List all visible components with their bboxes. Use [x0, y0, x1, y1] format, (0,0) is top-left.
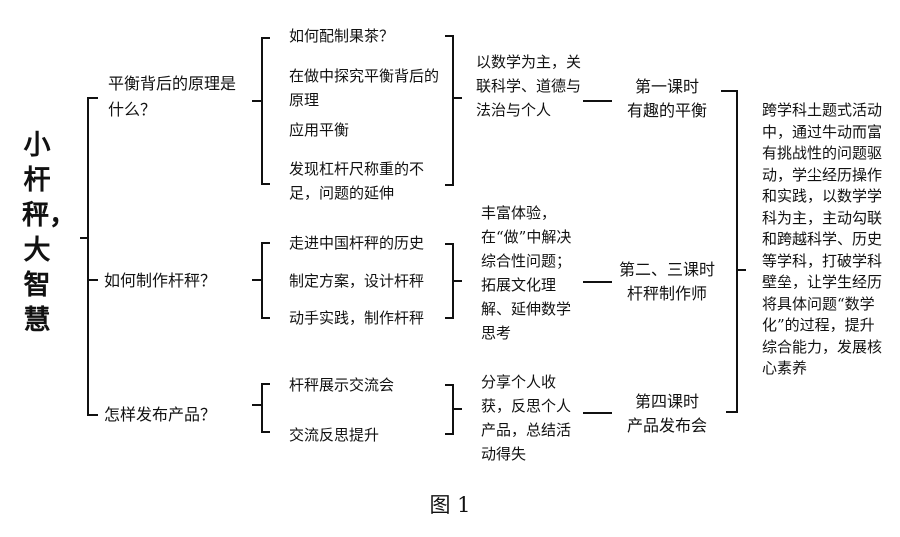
activity-1-3: 应用平衡 — [289, 121, 350, 139]
summary-text: 跨学科土题式活动中，通过牛动而富有挑战性的问题驱动，学尘经历操作和实践，以数学学… — [762, 101, 883, 377]
activity-1-1: 如何配制果茶？ — [289, 27, 395, 45]
figure-caption: 图 1 — [429, 493, 471, 517]
goal-3: 分享个人收获，反思个人产品，总结活动得失 — [481, 373, 572, 463]
lesson-3-title: 产品发布会 — [626, 416, 707, 435]
activity-3-2: 交流反思提升 — [289, 426, 380, 444]
lesson-2-title: 杆秤制作师 — [626, 284, 707, 303]
lesson-1: 第一课时 有趣的平衡 — [612, 75, 722, 123]
lesson-1-title: 有趣的平衡 — [626, 101, 707, 120]
question-3: 怎样发布产品？ — [104, 405, 217, 424]
question-1: 平衡背后的原理是什么？ — [108, 74, 237, 119]
activity-1-2: 在做中探究平衡背后的原理 — [289, 67, 440, 109]
activity-3-1: 杆秤展示交流会 — [289, 376, 395, 394]
activity-2-1: 走进中国杆秤的历史 — [289, 234, 425, 252]
activity-1-4: 发现杠杆尺称重的不足，问题的延伸 — [289, 160, 425, 202]
activity-2-3: 动手实践，制作杆秤 — [289, 309, 425, 327]
goal-2: 丰富体验，在“做”中解决综合性问题；拓展文化理解、延伸数学思考 — [481, 204, 572, 342]
lesson-2-number: 第二、三课时 — [618, 260, 715, 279]
lesson-3-number: 第四课时 — [634, 392, 699, 411]
question-2: 如何制作杆秤？ — [104, 271, 217, 290]
lesson-3: 第四课时 产品发布会 — [612, 390, 722, 438]
activity-2-2: 制定方案，设计杆秤 — [289, 272, 425, 290]
lesson-1-number: 第一课时 — [634, 77, 699, 96]
lesson-2: 第二、三课时 杆秤制作师 — [602, 258, 732, 306]
goal-1: 以数学为主，关联科学、道德与法治与个人 — [476, 53, 582, 119]
root-title: 小杆秤，大智慧 — [22, 130, 76, 336]
